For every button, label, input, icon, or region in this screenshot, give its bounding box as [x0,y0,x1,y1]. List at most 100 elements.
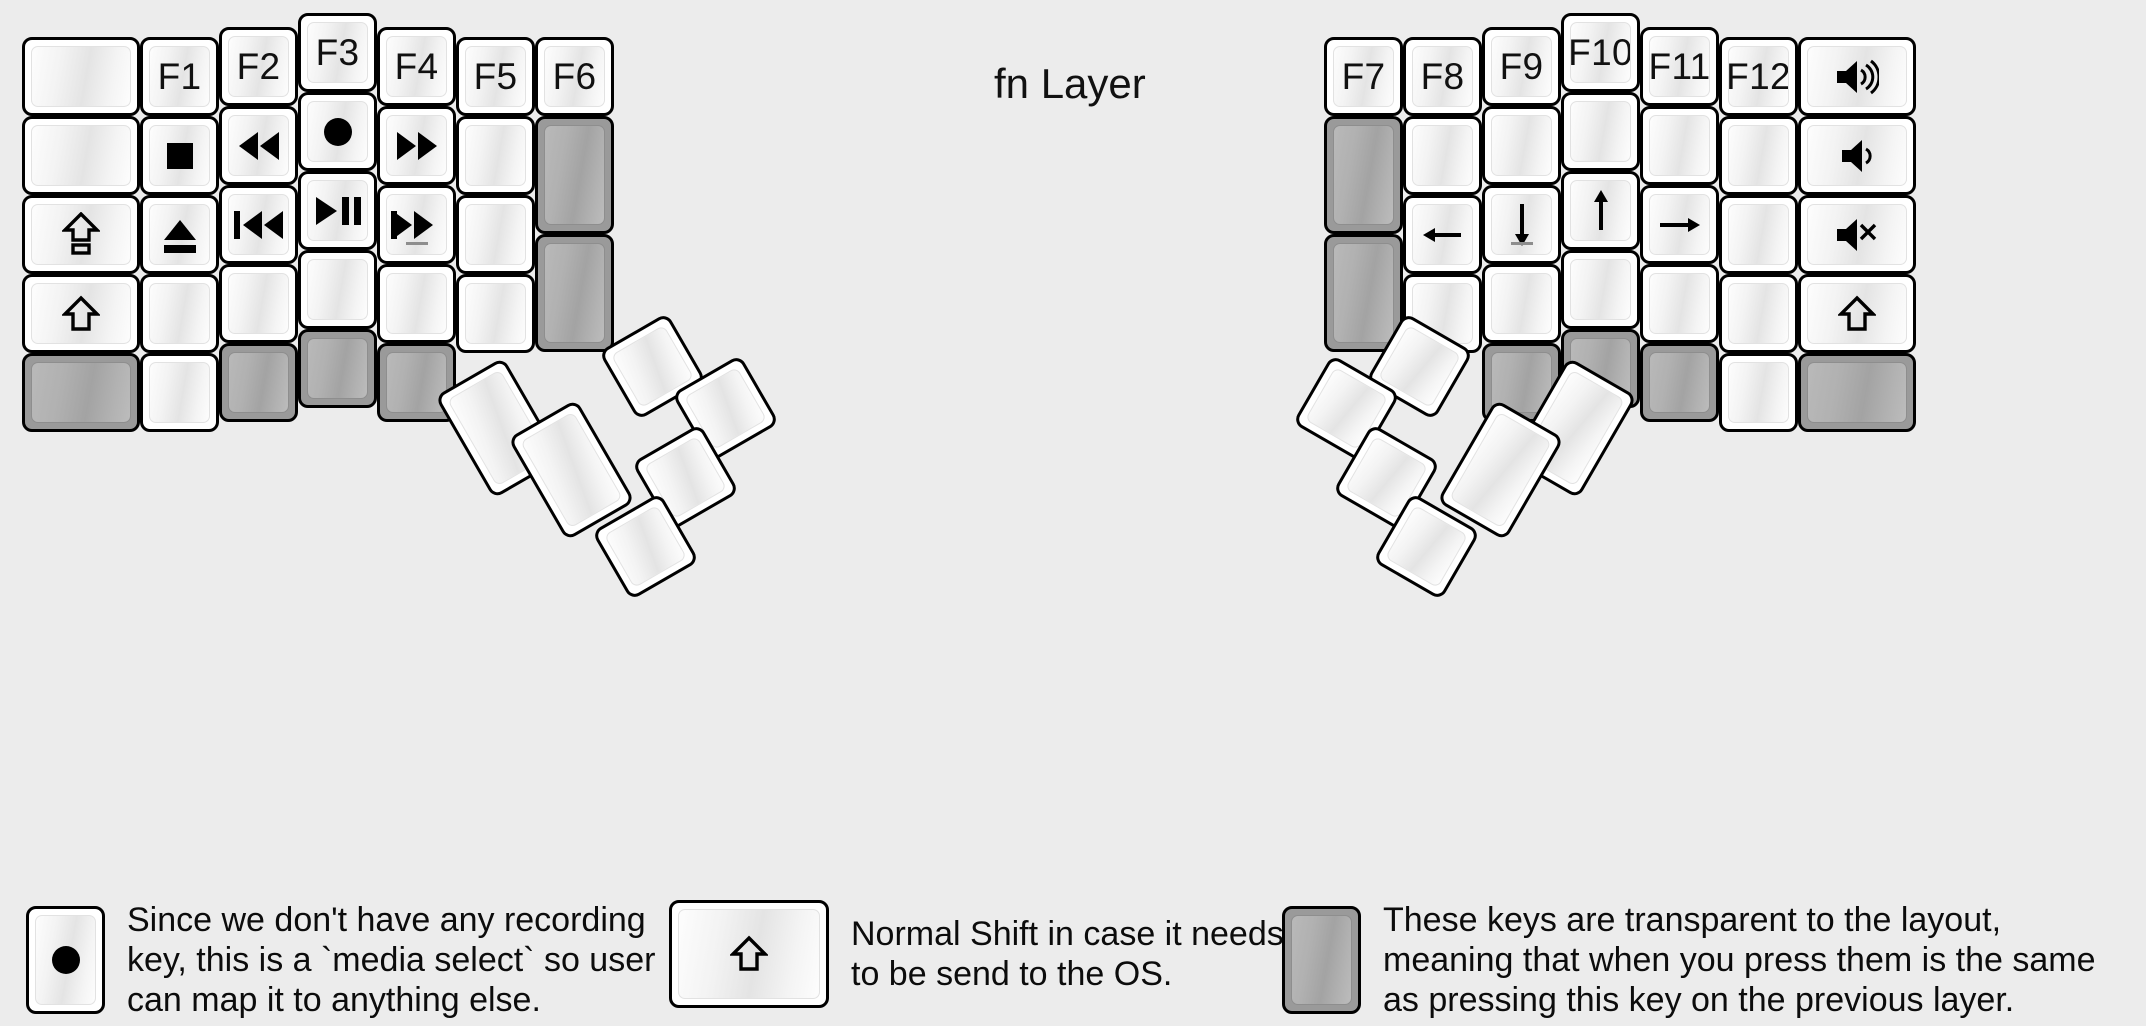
col-f9-key-2[interactable] [1482,106,1561,185]
keycap-face [1491,115,1552,176]
col-f10-key-4[interactable] [1561,250,1640,329]
keycap-face [386,352,447,413]
keycap-face [544,243,605,343]
keycap-face [465,283,526,344]
col-f2-key-4[interactable] [219,264,298,343]
col-f6-key-3[interactable] [535,234,614,352]
keycap-face [149,362,210,423]
keycap-face [1807,283,1907,344]
key-legend: F1 [157,56,202,97]
keycap-face [31,46,131,107]
col-outer-left-key-3[interactable] [22,195,140,274]
col-f12-key-3[interactable] [1719,195,1798,274]
key-legend: F6 [552,56,597,97]
keycap-face [1570,101,1631,162]
note-record-swatch [26,906,105,1015]
col-f5-key-4[interactable] [456,274,535,353]
col-f2-key-1[interactable]: F2 [219,27,298,106]
key-legend: F7 [1341,56,1386,97]
col-f3-key-2[interactable] [298,92,377,171]
keycap-face [307,259,368,320]
col-f12-key-2[interactable] [1719,116,1798,195]
keycap-face [1728,125,1789,186]
col-outer-left-key-2[interactable] [22,116,140,195]
keycap-face: F10 [1570,22,1631,83]
keycap-face [1649,115,1710,176]
keycap-face [149,125,210,186]
col-f8-key-3[interactable] [1403,195,1482,274]
col-f3-key-5[interactable] [298,329,377,408]
col-f9-key-1[interactable]: F9 [1482,27,1561,106]
col-f2-key-3[interactable] [219,185,298,264]
col-f4-key-3[interactable] [377,185,456,264]
keycap-face [1807,125,1907,186]
keycap-face [228,194,289,255]
col-f9-key-4[interactable] [1482,264,1561,343]
keycap-face [1384,504,1469,589]
col-f12-key-1[interactable]: F12 [1719,37,1798,116]
keycap-face [386,273,447,334]
col-f4-key-1[interactable]: F4 [377,27,456,106]
col-f9-key-3[interactable] [1482,185,1561,264]
keycap-face [1807,362,1907,423]
col-f10-key-1[interactable]: F10 [1561,13,1640,92]
col-outer-left-key-4[interactable] [22,274,140,353]
col-outer-right-key-4[interactable] [1798,274,1916,353]
keycap-face [307,180,368,241]
media-next-icon [390,209,443,241]
col-f10-key-2[interactable] [1561,92,1640,171]
keycap-face [386,194,447,255]
col-f1-key-2[interactable] [140,116,219,195]
col-f5-key-1[interactable]: F5 [456,37,535,116]
col-f4-key-2[interactable] [377,106,456,185]
keycap-face [678,909,820,999]
col-outer-right-key-1[interactable] [1798,37,1916,116]
keycap-face [544,125,605,225]
col-f6-key-1[interactable]: F6 [535,37,614,116]
col-f7-key-3[interactable] [1324,234,1403,352]
col-outer-right-key-3[interactable] [1798,195,1916,274]
volume-mute-icon [1835,216,1879,254]
col-f11-key-2[interactable] [1640,106,1719,185]
keycap-face: F6 [544,46,605,107]
note-shift: Normal Shift in case it needs to be send… [669,900,1284,1008]
col-outer-left-key-5[interactable] [22,353,140,432]
col-f3-key-3[interactable] [298,171,377,250]
col-f11-key-3[interactable] [1640,185,1719,264]
col-f1-key-3[interactable] [140,195,219,274]
col-f8-key-2[interactable] [1403,116,1482,195]
col-f3-key-4[interactable] [298,250,377,329]
col-f7-key-1[interactable]: F7 [1324,37,1403,116]
col-f11-key-4[interactable] [1640,264,1719,343]
col-outer-right-key-5[interactable] [1798,353,1916,432]
shift-arrow-icon [1838,295,1876,333]
col-f12-key-5[interactable] [1719,353,1798,432]
legend-notes: Since we don't have any recording key, t… [4,884,2146,1026]
col-outer-left-key-1[interactable] [22,37,140,116]
col-f3-key-1[interactable]: F3 [298,13,377,92]
keycap-face [307,338,368,399]
col-f2-key-2[interactable] [219,106,298,185]
note-record-swatch-holder [26,906,105,1015]
col-outer-right-key-2[interactable] [1798,116,1916,195]
col-f1-key-1[interactable]: F1 [140,37,219,116]
col-f10-key-3[interactable] [1561,171,1640,250]
col-f4-key-4[interactable] [377,264,456,343]
key-legend: F4 [394,46,439,87]
col-f12-key-4[interactable] [1719,274,1798,353]
col-f8-key-1[interactable]: F8 [1403,37,1482,116]
col-f11-key-5[interactable] [1640,343,1719,422]
col-f7-key-2[interactable] [1324,116,1403,234]
keycap-face [1649,352,1710,413]
col-f2-key-5[interactable] [219,343,298,422]
note-record-text: Since we don't have any recording key, t… [127,901,656,1020]
col-f1-key-4[interactable] [140,274,219,353]
keycap-face [228,273,289,334]
col-f6-key-2[interactable] [535,116,614,234]
col-f5-key-3[interactable] [456,195,535,274]
col-f11-key-1[interactable]: F11 [1640,27,1719,106]
col-f4-key-5[interactable] [377,343,456,422]
col-f5-key-2[interactable] [456,116,535,195]
keycap-face: F9 [1491,36,1552,97]
col-f1-key-5[interactable] [140,353,219,432]
